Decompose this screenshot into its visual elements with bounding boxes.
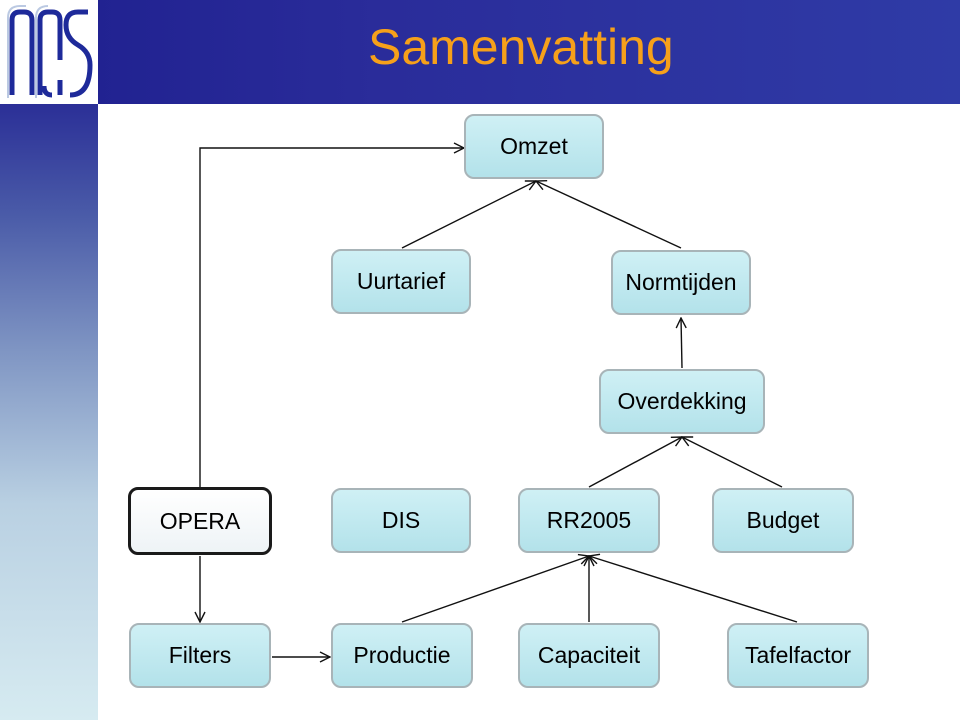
node-dis-label: DIS (381, 507, 421, 533)
node-uurtarief: Uurtarief (331, 249, 471, 314)
node-budget: Budget (712, 488, 854, 553)
node-overdekking-label: Overdekking (617, 388, 747, 414)
node-opera: OPERA (128, 487, 272, 555)
company-logo-icon (7, 5, 93, 98)
node-overdekking: Overdekking (599, 369, 765, 434)
node-omzet-label: Omzet (500, 133, 568, 159)
node-capaciteit-label: Capaciteit (537, 642, 641, 668)
node-tafelfactor: Tafelfactor (727, 623, 869, 688)
side-band (0, 104, 98, 720)
node-productie: Productie (331, 623, 473, 688)
node-dis: DIS (331, 488, 471, 553)
node-omzet: Omzet (464, 114, 604, 179)
logo (0, 0, 98, 104)
node-budget-label: Budget (746, 507, 820, 533)
header-band (0, 0, 960, 104)
slide-title: Samenvatting (368, 19, 674, 75)
node-uurtarief-label: Uurtarief (356, 268, 446, 294)
node-opera-label: OPERA (159, 507, 241, 534)
node-normtijden-label: Normtijden (625, 269, 737, 295)
node-capaciteit: Capaciteit (518, 623, 660, 688)
node-rr2005: RR2005 (518, 488, 660, 553)
node-filters: Filters (129, 623, 271, 688)
node-productie-label: Productie (353, 642, 451, 668)
node-normtijden: Normtijden (611, 250, 751, 315)
node-rr2005-label: RR2005 (546, 507, 632, 533)
node-filters-label: Filters (168, 642, 232, 668)
node-tafelfactor-label: Tafelfactor (744, 642, 852, 668)
